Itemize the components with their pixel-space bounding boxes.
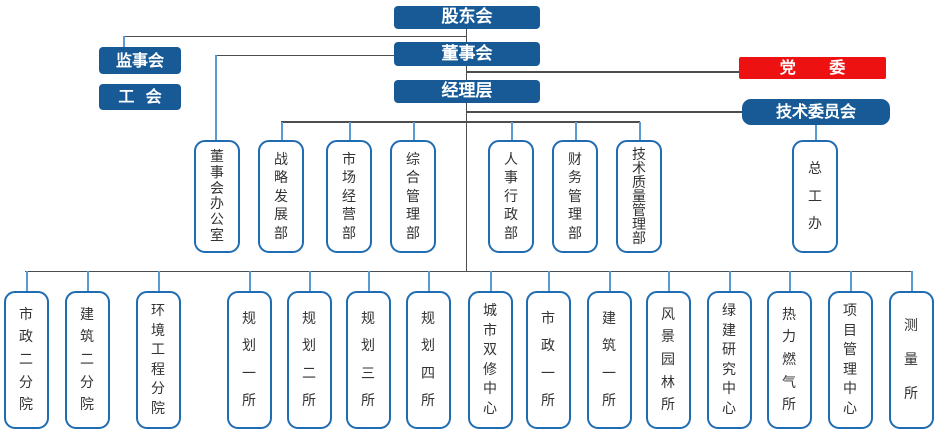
branch-node: 市政二分院 [3, 291, 49, 429]
connector-line [87, 271, 89, 291]
connector-line [511, 122, 513, 140]
connector-line [123, 36, 125, 48]
branch-node-label: 绿建研究中心 [722, 303, 736, 417]
branch-node: 建筑一所 [586, 291, 632, 429]
branch-node-label: 风景园林所 [661, 306, 675, 414]
connector-line [25, 270, 912, 272]
department-node-label: 战略发展部 [274, 151, 288, 242]
department-node-label: 技术质量管理部 [632, 147, 646, 247]
connector-line [466, 71, 739, 73]
branch-node: 风景园林所 [645, 291, 691, 429]
connector-line [465, 66, 467, 80]
connector-line [26, 271, 28, 291]
connector-line [368, 271, 370, 291]
branch-node: 规划一所 [226, 291, 272, 429]
node-labor-union: 工 会 [99, 84, 181, 110]
branch-node-label: 环境工程分院 [151, 303, 165, 417]
branch-node: 规划四所 [405, 291, 451, 429]
department-node: 人事行政部 [488, 140, 534, 253]
branch-node-label: 建筑一所 [602, 311, 616, 409]
connector-line [609, 271, 611, 291]
department-node: 战略发展部 [258, 140, 304, 253]
branch-node: 规划三所 [345, 291, 391, 429]
branch-node: 项目管理中心 [827, 291, 873, 429]
branch-node-label: 市政一所 [541, 311, 555, 409]
connector-line [668, 271, 670, 291]
branch-node: 市政一所 [525, 291, 571, 429]
node-management-level: 经理层 [394, 80, 540, 103]
branch-node: 绿建研究中心 [706, 291, 752, 429]
department-node: 市场经营部 [326, 140, 372, 253]
department-node-label: 董事会办公室 [210, 148, 224, 245]
connector-line [548, 271, 550, 291]
branch-node-label: 建筑二分院 [80, 306, 94, 414]
department-node: 总工办 [792, 140, 838, 253]
connector-line [911, 271, 913, 291]
node-supervisory-board: 监事会 [99, 47, 181, 74]
connector-line [639, 122, 641, 140]
connector-line [281, 121, 640, 123]
connector-line [158, 271, 160, 291]
connector-line [249, 271, 251, 291]
branch-node-label: 热力燃气所 [782, 306, 796, 414]
connector-line [309, 271, 311, 291]
branch-node-label: 规划二所 [302, 311, 316, 409]
connector-line [575, 122, 577, 140]
department-node: 综合管理部 [390, 140, 436, 253]
node-party-committee: 党 委 [739, 57, 886, 79]
connector-line [281, 122, 283, 140]
connector-line [123, 35, 466, 37]
branch-node: 热力燃气所 [766, 291, 812, 429]
connector-line [815, 124, 817, 140]
connector-line [465, 103, 467, 271]
connector-line [413, 122, 415, 140]
connector-line [349, 122, 351, 140]
department-node-label: 总工办 [808, 160, 822, 233]
branch-node: 环境工程分院 [135, 291, 181, 429]
branch-node-label: 规划四所 [421, 311, 435, 409]
connector-line [729, 271, 731, 291]
department-node: 财务管理部 [552, 140, 598, 253]
branch-node: 测量所 [888, 291, 934, 429]
connector-line [789, 271, 791, 291]
connector-line [215, 54, 394, 56]
branch-node: 规划二所 [286, 291, 332, 429]
connector-line [490, 271, 492, 291]
node-shareholders-meeting: 股东会 [394, 6, 540, 29]
branch-node-label: 项目管理中心 [843, 303, 857, 417]
branch-node-label: 市政二分院 [19, 306, 33, 414]
connector-line [850, 271, 852, 291]
branch-node-label: 规划一所 [242, 311, 256, 409]
connector-line [466, 111, 742, 113]
node-tech-committee: 技术委员会 [742, 99, 890, 125]
branch-node-label: 城市双修中心 [483, 303, 497, 417]
branch-node-label: 规划三所 [361, 311, 375, 409]
branch-node: 建筑二分院 [64, 291, 110, 429]
department-node: 技术质量管理部 [616, 140, 662, 253]
branch-node-label: 测量所 [904, 318, 918, 402]
department-node-label: 人事行政部 [504, 151, 518, 242]
department-node-label: 综合管理部 [406, 151, 420, 242]
branch-node: 城市双修中心 [467, 291, 513, 429]
department-node-label: 财务管理部 [568, 151, 582, 242]
connector-line [428, 271, 430, 291]
connector-line [465, 29, 467, 42]
department-node-label: 市场经营部 [342, 151, 356, 242]
department-node: 董事会办公室 [194, 140, 240, 253]
connector-line [215, 55, 217, 140]
node-board-of-directors: 董事会 [394, 42, 540, 66]
